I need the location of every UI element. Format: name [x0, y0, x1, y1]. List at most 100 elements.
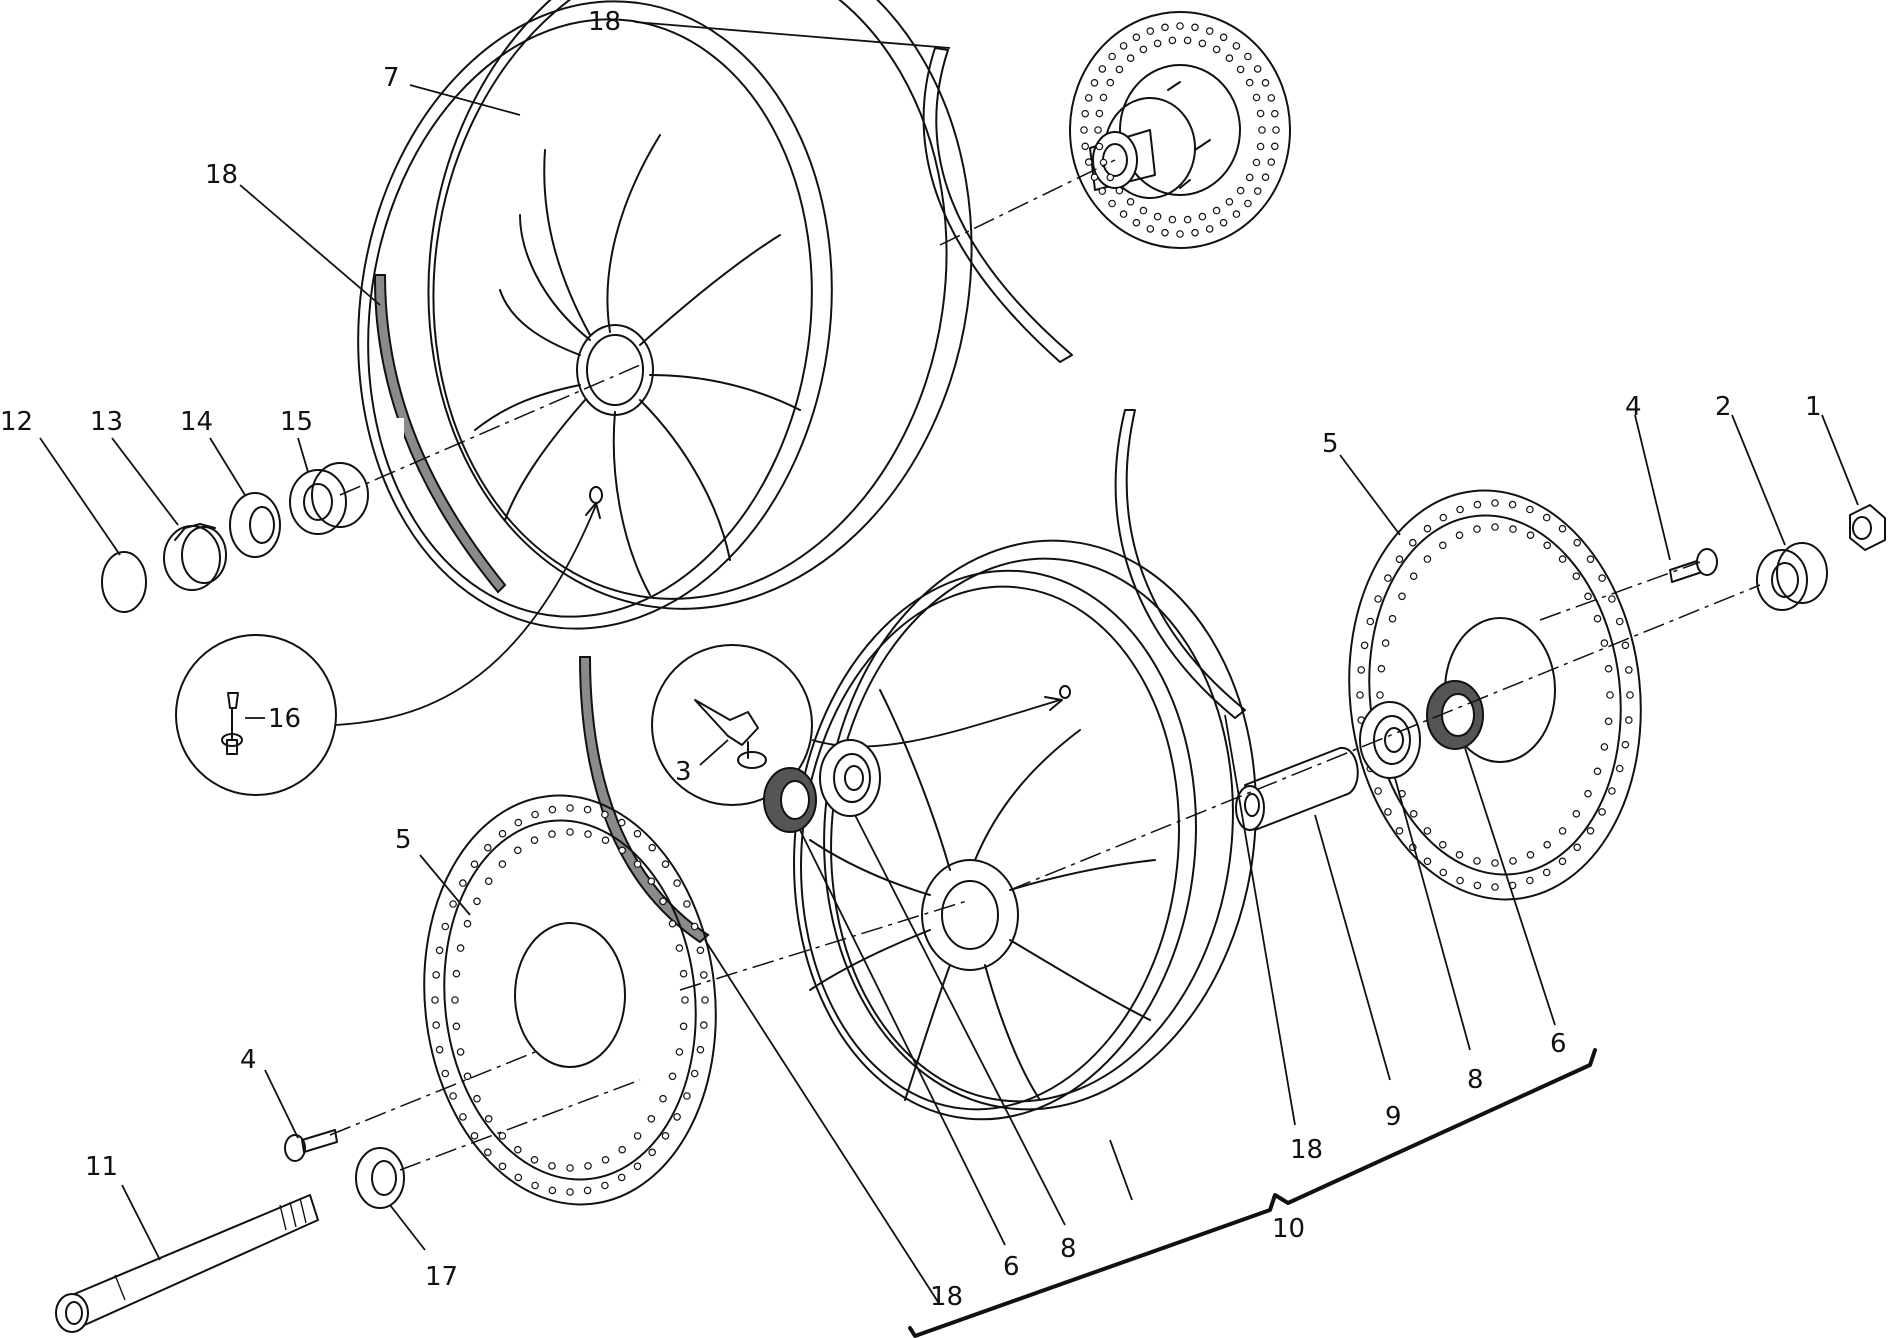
- disc-hole: [1106, 173, 1115, 182]
- disc-hole: [601, 1156, 610, 1164]
- disc-hole: [1409, 572, 1418, 581]
- disc-hole: [1267, 94, 1276, 102]
- disc-hole: [1095, 142, 1104, 151]
- disc-hole: [431, 996, 439, 1004]
- disc-hole: [1236, 186, 1245, 195]
- callout-11: 11: [85, 1152, 118, 1182]
- disc-hole: [1098, 187, 1107, 195]
- disc-hole: [441, 1069, 450, 1078]
- disc-hole: [473, 1094, 481, 1103]
- disc-hole: [1558, 524, 1567, 533]
- disc-hole: [530, 1156, 539, 1164]
- disc-hole: [1176, 230, 1184, 238]
- disc-hole: [1232, 42, 1241, 50]
- disc-hole: [484, 1115, 493, 1123]
- disc-hole: [1161, 23, 1169, 32]
- callout-14: 14: [180, 407, 213, 437]
- disc-hole: [1366, 617, 1375, 626]
- callout-4-right: 4: [1625, 392, 1642, 422]
- disc-hole: [1106, 78, 1115, 87]
- disc-hole: [1543, 840, 1552, 849]
- disc-hole: [1625, 666, 1633, 674]
- disc-hole: [1491, 883, 1499, 891]
- rear-brake-disc: [1069, 11, 1291, 249]
- disc-hole: [1232, 210, 1241, 218]
- disc-hole: [696, 946, 705, 955]
- disc-hole: [1080, 126, 1088, 134]
- disc-hole: [1423, 857, 1432, 866]
- disc-hole: [1139, 206, 1148, 215]
- disc-hole: [1439, 868, 1448, 877]
- disc-hole: [1253, 187, 1262, 195]
- disc-hole: [1205, 27, 1214, 35]
- disc-hole: [463, 919, 472, 928]
- disc-hole: [1272, 126, 1280, 134]
- disc-hole: [1081, 142, 1090, 151]
- disc-hole: [566, 804, 574, 812]
- disc-hole: [1119, 210, 1128, 218]
- disc-hole: [1621, 740, 1630, 749]
- ring-nut-13: [163, 523, 227, 591]
- disc-hole: [1374, 787, 1382, 795]
- disc-hole: [1252, 93, 1261, 102]
- callout-labels: 18 7 18 12 13 14 15 16 5 4 2 1 3 5 4 11 …: [0, 7, 1822, 1312]
- disc-hole: [1384, 574, 1392, 582]
- callout-10: 10: [1272, 1214, 1305, 1244]
- disc-hole: [1615, 617, 1624, 626]
- disc-hole: [1584, 592, 1592, 601]
- assembly-bracket-10: [908, 1048, 1597, 1338]
- disc-hole: [1212, 206, 1221, 215]
- disc-hole: [647, 1115, 656, 1123]
- disc-hole: [1608, 787, 1616, 795]
- disc-hole: [1409, 538, 1417, 547]
- callout-18-bottom: 18: [930, 1282, 963, 1312]
- rim-tape-18-front-right: [1114, 409, 1246, 719]
- callout-6-right: 6: [1550, 1029, 1567, 1059]
- disc-hole: [1258, 126, 1266, 134]
- disc-hole: [1245, 78, 1254, 87]
- disc-hole: [1256, 142, 1265, 151]
- disc-hole: [648, 843, 657, 852]
- disc-hole: [673, 1113, 681, 1121]
- disc-hole: [1600, 743, 1609, 751]
- disc-hole: [1191, 23, 1199, 32]
- disc-hole: [1584, 789, 1592, 798]
- disc-hole: [617, 1173, 626, 1182]
- valve-inset-16: [175, 502, 601, 796]
- disc-hole: [1376, 691, 1384, 699]
- disc-hole: [1439, 840, 1447, 849]
- disc-hole: [1456, 505, 1464, 514]
- disc-hole: [435, 1045, 444, 1054]
- disc-hole: [1439, 541, 1447, 550]
- front-brake-disc-right: [1348, 489, 1642, 901]
- callout-17: 17: [425, 1262, 458, 1292]
- disc-hole: [1526, 876, 1534, 885]
- disc-hole: [531, 1181, 539, 1190]
- disc-hole: [1526, 850, 1535, 859]
- disc-hole: [679, 969, 688, 978]
- disc-hole: [601, 810, 609, 819]
- callout-4-left: 4: [240, 1045, 257, 1075]
- disc-hole: [675, 1048, 684, 1056]
- callout-18-right: 18: [1290, 1135, 1323, 1165]
- disc-hole: [1593, 614, 1602, 623]
- disc-hole: [456, 1048, 465, 1056]
- disc-hole: [601, 836, 610, 845]
- disc-hole: [1256, 109, 1265, 118]
- disc-hole: [690, 922, 699, 931]
- disc-hole: [1090, 79, 1099, 87]
- disc-hole: [1491, 499, 1499, 507]
- disc-hole: [584, 1162, 592, 1170]
- disc-hole: [548, 830, 556, 838]
- disc-hole: [1572, 809, 1581, 818]
- disc-hole: [1212, 45, 1221, 54]
- disc-hole: [617, 818, 626, 827]
- bearing-8-right: [1359, 701, 1421, 779]
- disc-hole: [432, 971, 441, 979]
- disc-hole: [1267, 158, 1276, 166]
- disc-hole: [1084, 94, 1093, 102]
- disc-hole: [1573, 843, 1582, 852]
- disc-hole: [548, 1186, 557, 1195]
- disc-hole: [1456, 876, 1464, 885]
- screw-4-right: [1669, 548, 1718, 583]
